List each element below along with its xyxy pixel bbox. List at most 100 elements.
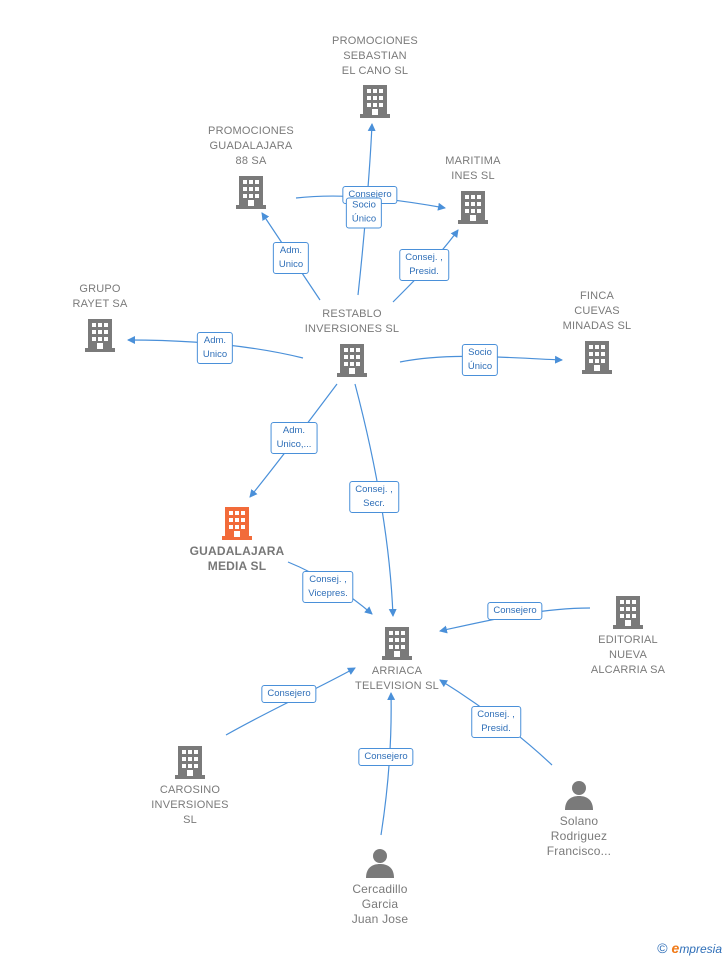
node-finca-cuevas[interactable]: FINCA CUEVAS MINADAS SL [522, 289, 672, 375]
node-label-line: ARRIACA [371, 665, 423, 677]
node-label-line: RESTABLO [322, 308, 382, 320]
node-label-line: ALCARRIA SA [590, 664, 666, 676]
edge-label-line: Adm. [282, 425, 306, 436]
building-icon [85, 319, 115, 352]
node-cercadillo[interactable]: Cercadillo Garcia Juan Jose [305, 847, 455, 927]
edge-label-line: Consej. , [309, 574, 347, 585]
brand-name: empresia [672, 940, 722, 956]
node-promociones-guadalajara[interactable]: PROMOCIONES GUADALAJARA 88 SA [176, 124, 326, 210]
edge-label-line: Presid. [409, 266, 439, 277]
node-maritima-ines[interactable]: MARITIMA INES SL [398, 154, 548, 225]
node-label-line: GUADALAJARA [189, 544, 285, 558]
edge-label-consej-secr[interactable]: Consej. , Secr. [349, 481, 399, 513]
person-icon [366, 849, 394, 878]
building-icon [582, 341, 612, 374]
building-icon [337, 344, 367, 377]
edge-label-consejero-carosino[interactable]: Consejero [261, 685, 317, 703]
node-guadalajara-media[interactable]: GUADALAJARA MEDIA SL [162, 505, 312, 574]
edge-label-line: Consejero [348, 189, 392, 200]
edge-label-line: Socio [468, 347, 492, 358]
node-arriaca[interactable]: ARRIACA TELEVISION SL [322, 625, 472, 694]
node-label-line: Solano [559, 814, 599, 828]
node-label: FINCA CUEVAS MINADAS SL [522, 289, 672, 334]
edge-label-line: Adm. [279, 245, 303, 256]
building-icon [382, 627, 412, 660]
building-icon [613, 596, 643, 629]
node-promociones-sebastian[interactable]: PROMOCIONES SEBASTIAN EL CANO SL [300, 34, 450, 119]
node-carosino[interactable]: CAROSINO INVERSIONES SL [115, 744, 265, 828]
node-label-line: Rodriguez [550, 829, 608, 843]
node-label: ARRIACA TELEVISION SL [322, 664, 472, 694]
node-label-line: GUADALAJARA [209, 140, 293, 152]
building-icon [360, 85, 390, 118]
edge-label-line: Unico [202, 349, 228, 360]
building-icon [175, 746, 205, 779]
edge-label-line: Consej. , [405, 252, 443, 263]
edge-label-consej-presid[interactable]: Consej. , Presid. [399, 249, 449, 281]
node-label-line: Cercadillo [352, 882, 408, 896]
node-label-line: INVERSIONES [151, 799, 229, 811]
building-icon [236, 176, 266, 209]
building-icon [458, 191, 488, 224]
node-label-line: Juan Jose [351, 912, 409, 926]
edge-label-adm-unico-media[interactable]: Adm. Unico,... [270, 422, 318, 454]
edge-label-line: Consejero [493, 605, 537, 616]
node-label-line: GRUPO [79, 283, 121, 295]
node-label-line: EL CANO SL [341, 65, 409, 77]
node-label: RESTABLO INVERSIONES SL [277, 307, 427, 337]
building-icon-highlight [222, 507, 252, 540]
edge-label-line: Consej. , [477, 709, 515, 720]
brand-logo: © empresia [657, 940, 722, 956]
node-label: GUADALAJARA MEDIA SL [162, 544, 312, 574]
edge-label-adm-unico[interactable]: Adm. Unico [272, 242, 310, 274]
edge-label-line: Único [351, 213, 377, 225]
edge-label-line: Consej. , [355, 484, 393, 495]
edge-label-line: Adm. [203, 335, 227, 346]
node-label: MARITIMA INES SL [398, 154, 548, 184]
node-label-line: FINCA [580, 290, 614, 302]
node-grupo-rayet[interactable]: GRUPO RAYET SA [25, 282, 175, 353]
node-label: Cercadillo Garcia Juan Jose [305, 882, 455, 927]
edge-label-line: Vicepres. [308, 588, 348, 599]
node-label-line: MARITIMA [445, 155, 501, 167]
edge-label-line: Presid. [481, 723, 511, 734]
node-label-line: EDITORIAL [598, 634, 658, 646]
edge-label-consejero-editorial[interactable]: Consejero [487, 602, 543, 620]
node-solano[interactable]: Solano Rodriguez Francisco... [504, 779, 654, 859]
node-editorial-nueva[interactable]: EDITORIAL NUEVA ALCARRIA SA [553, 594, 703, 678]
edge-label-line: Unico [278, 259, 304, 270]
node-label-line: SEBASTIAN [343, 50, 407, 62]
node-restablo[interactable]: RESTABLO INVERSIONES SL [277, 307, 427, 378]
edge-label-consejero-cercadillo[interactable]: Consejero [358, 748, 414, 766]
node-label-line: CUEVAS [574, 305, 620, 317]
node-label: Solano Rodriguez Francisco... [504, 814, 654, 859]
node-label-line: TELEVISION SL [355, 680, 439, 692]
node-label: PROMOCIONES SEBASTIAN EL CANO SL [300, 34, 450, 79]
node-label-line: PROMOCIONES [208, 125, 294, 137]
node-label: GRUPO RAYET SA [25, 282, 175, 312]
node-label-line: SL [183, 814, 197, 826]
edge-label-socio-unico[interactable]: Socio Único [345, 197, 383, 229]
edge-label-consej-vicepres[interactable]: Consej. , Vicepres. [302, 571, 354, 603]
node-label-line: MEDIA SL [207, 559, 267, 573]
node-label-line: MINADAS SL [562, 320, 632, 332]
copyright-icon: © [657, 940, 668, 956]
node-label-line: 88 SA [235, 155, 267, 167]
node-label-line: CAROSINO [159, 784, 221, 796]
brand-name-rest: mpresia [679, 942, 722, 956]
node-label: CAROSINO INVERSIONES SL [115, 783, 265, 828]
node-label-line: INES SL [451, 170, 495, 182]
node-label: PROMOCIONES GUADALAJARA 88 SA [176, 124, 326, 169]
person-icon [565, 781, 593, 810]
node-label-line: NUEVA [608, 649, 648, 661]
edge-label-socio-unico-finca[interactable]: Socio Único [461, 344, 499, 376]
node-label-line: Garcia [361, 897, 399, 911]
edge-label-line: Consejero [364, 751, 408, 762]
node-label: EDITORIAL NUEVA ALCARRIA SA [553, 633, 703, 678]
edge-label-adm-unico-rayet[interactable]: Adm. Unico [196, 332, 234, 364]
brand-name-initial: e [671, 940, 680, 956]
edge-label-consej-presid-solano[interactable]: Consej. , Presid. [471, 706, 521, 738]
edge-label-line: Socio [352, 199, 376, 211]
edge-label-line: Consejero [267, 688, 311, 699]
